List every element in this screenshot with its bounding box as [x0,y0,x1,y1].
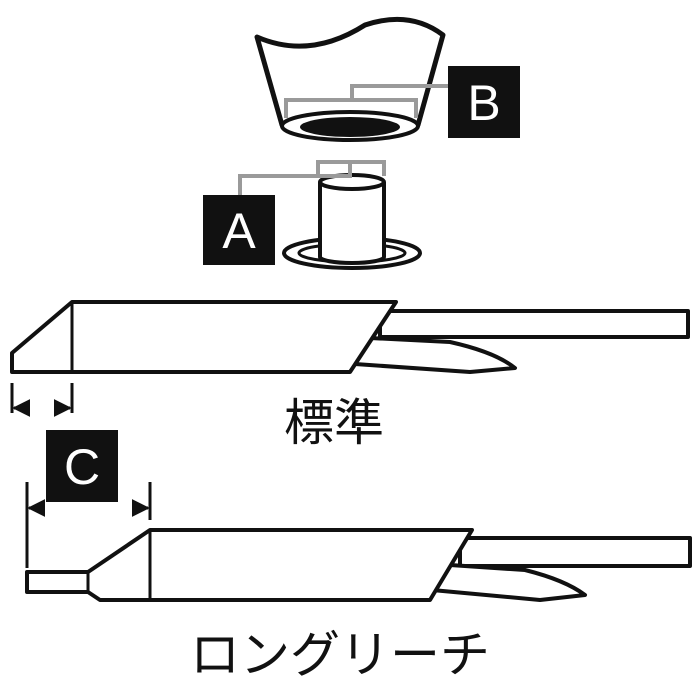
long-reach-dimension [25,482,152,568]
standard-dimension [10,383,74,417]
label-a-box [203,195,275,265]
label-b: B [448,66,520,138]
long-reach-tip-shaft [458,536,692,568]
leader-b [284,84,450,118]
peg-cylinder [318,182,386,265]
standard-tip-lower-blade [353,336,517,374]
long-reach-tip-body [25,528,474,602]
socket-cup [254,16,446,142]
long-reach-tip-lower-blade [430,563,587,602]
label-a: A [203,195,275,265]
label-c-box [46,430,118,502]
label-a-text: A [222,203,256,259]
label-b-text: B [467,75,500,131]
standard-tip-body [10,300,398,374]
label-c: C [46,430,118,502]
caption-standard: 標準 [284,394,384,452]
caption-long-reach: ロングリーチ [190,626,490,684]
standard-tip-shaft [378,309,690,339]
label-c-text: C [64,439,100,495]
long-reach-tip [25,528,692,602]
label-b-box [448,66,520,138]
standard-tip [10,300,690,374]
leader-a [238,160,386,198]
cup-bottom-hole [300,117,400,137]
peg [282,173,422,270]
